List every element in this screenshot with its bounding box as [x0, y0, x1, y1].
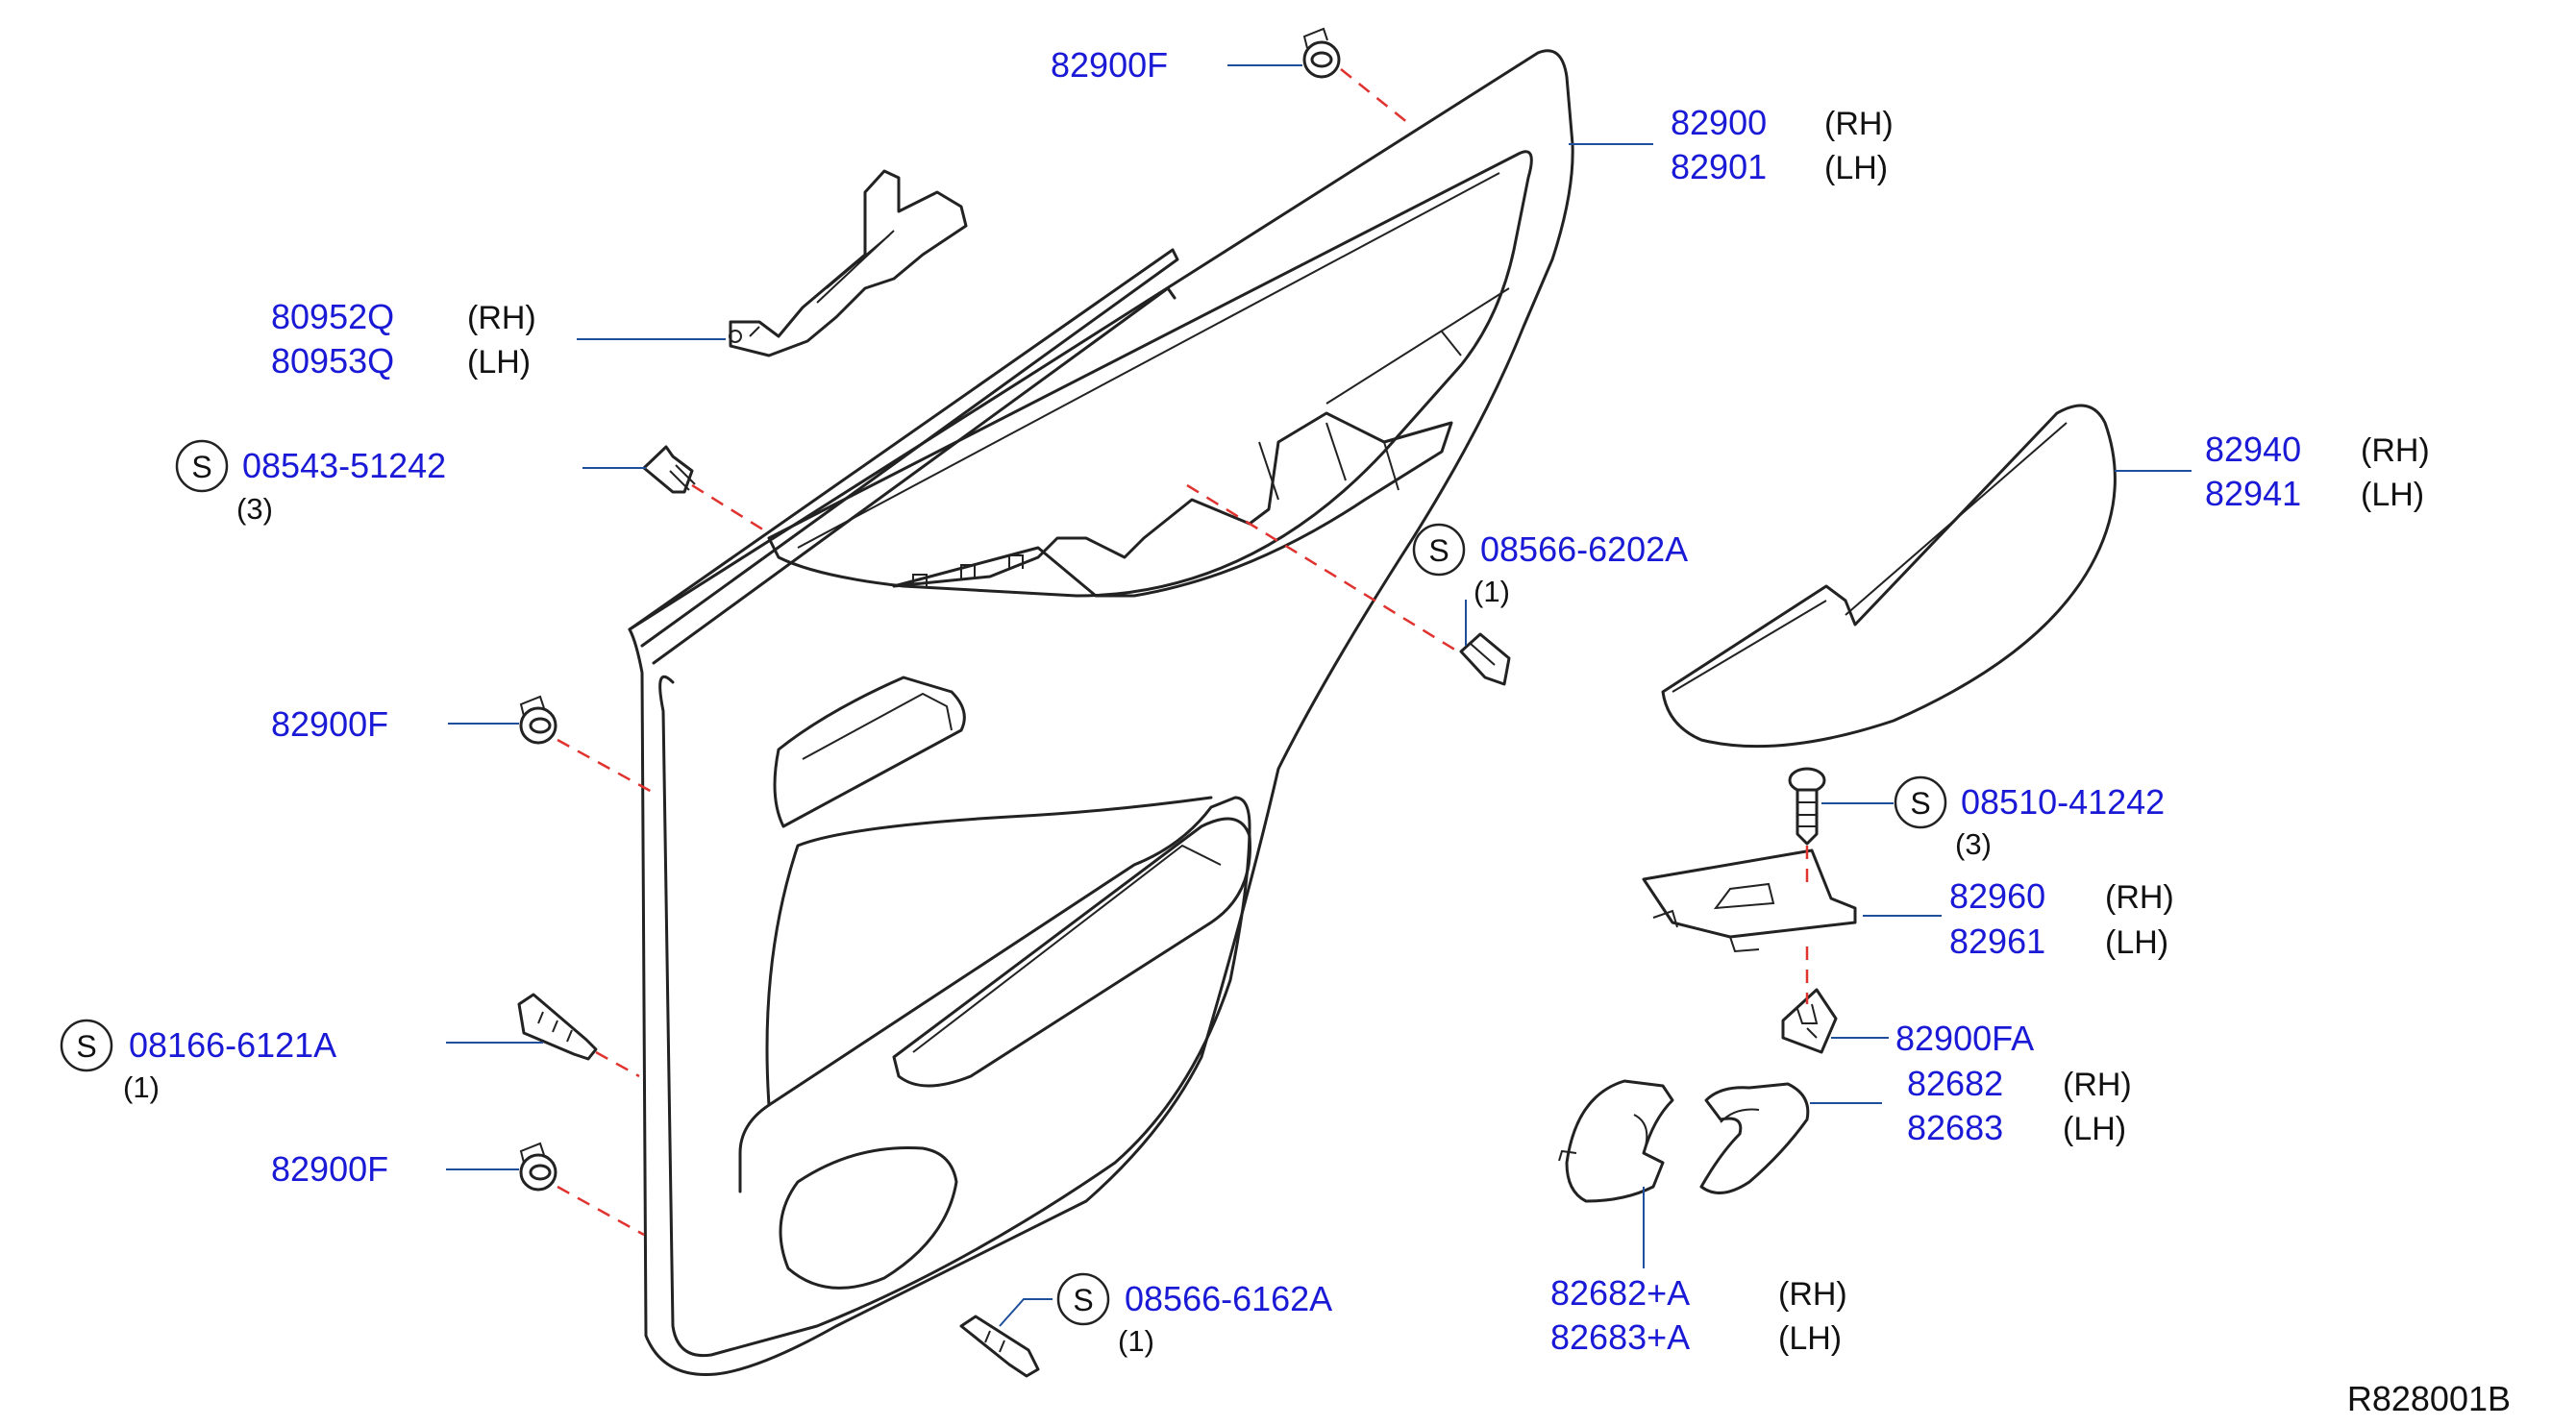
label-clip-top: 82900F — [1051, 45, 1168, 85]
screw-a — [642, 445, 696, 494]
clip-mid — [519, 695, 557, 745]
label-handle-a-lh-side: (LH) — [1778, 1320, 1842, 1357]
reference-code: R828001B — [2347, 1379, 2511, 1418]
screw-c — [1788, 767, 1826, 846]
screw-symbol-e-letter: S — [1073, 1283, 1093, 1317]
label-clip-low: 82900F — [271, 1149, 388, 1189]
armrest — [1661, 404, 2117, 749]
label-handle-esc-lh: 82683 — [1907, 1108, 2003, 1147]
label-switch-rh-side: (RH) — [2105, 879, 2174, 916]
screw-symbol-b — [1412, 523, 1466, 577]
label-armrest-rh: 82940 — [2205, 430, 2301, 469]
screw-b — [1459, 632, 1511, 686]
label-armrest-lh: 82941 — [2205, 474, 2301, 513]
screw-e — [959, 1315, 1040, 1378]
label-handle-a-rh: 82682+A — [1550, 1273, 1690, 1313]
label-handle-esc-lh-side: (LH) — [2063, 1111, 2126, 1147]
screw-d — [517, 993, 598, 1061]
label-handle-esc-rh: 82682 — [1907, 1064, 2003, 1103]
screw-symbol-c — [1894, 775, 1947, 829]
label-switch-lh: 82961 — [1949, 922, 2045, 961]
screw-symbol-e — [1056, 1272, 1110, 1326]
screw-symbol-b-letter: S — [1428, 533, 1449, 568]
bracket — [729, 169, 968, 357]
screw-symbol-a — [175, 439, 229, 493]
leader-lines — [446, 64, 2192, 1327]
clip-low — [519, 1142, 557, 1192]
clip-top — [1302, 27, 1341, 79]
label-switch-rh: 82960 — [1949, 876, 2045, 916]
part-labels: 82900F 82900 (RH) 82901 (LH) 80952Q (RH)… — [60, 45, 2511, 1418]
label-bracket-lh-side: (LH) — [467, 344, 531, 381]
label-bracket-rh: 80952Q — [271, 297, 394, 336]
label-screw-e: 08566-6162A — [1125, 1279, 1332, 1318]
label-bracket-rh-side: (RH) — [467, 300, 536, 336]
assembly-lines — [557, 68, 1809, 1237]
label-finisher-lh-side: (LH) — [1824, 150, 1888, 186]
inside-handle — [1558, 1079, 1674, 1203]
label-armrest-rh-side: (RH) — [2361, 432, 2430, 469]
label-finisher-rh: 82900 — [1671, 103, 1767, 142]
label-screw-b: 08566-6202A — [1480, 529, 1688, 569]
label-screw-e-qty: (1) — [1118, 1324, 1154, 1358]
label-handle-esc-rh-side: (RH) — [2063, 1067, 2132, 1103]
label-screw-c: 08510-41242 — [1961, 782, 2165, 822]
label-clip-fa: 82900FA — [1895, 1019, 2034, 1058]
label-handle-a-rh-side: (RH) — [1778, 1276, 1847, 1313]
label-switch-lh-side: (LH) — [2105, 924, 2168, 961]
label-screw-a: 08543-51242 — [242, 446, 446, 485]
label-finisher-lh: 82901 — [1671, 147, 1767, 186]
label-clip-mid: 82900F — [271, 704, 388, 744]
screw-symbol-c-letter: S — [1910, 786, 1930, 821]
label-handle-a-lh: 82683+A — [1550, 1317, 1690, 1357]
label-screw-c-qty: (3) — [1955, 827, 1992, 861]
label-screw-a-qty: (3) — [236, 492, 273, 526]
switch-bezel — [1642, 848, 1857, 953]
screw-symbol-a-letter: S — [191, 450, 211, 484]
handle-escutcheon — [1699, 1082, 1810, 1194]
label-finisher-rh-side: (RH) — [1824, 106, 1894, 142]
screw-symbol-d — [60, 1019, 113, 1072]
label-armrest-lh-side: (LH) — [2361, 477, 2424, 513]
label-screw-b-qty: (1) — [1474, 575, 1510, 608]
label-screw-d: 08166-6121A — [129, 1025, 336, 1065]
door-finisher-panel — [628, 49, 1574, 1376]
clip-82900fa — [1781, 988, 1838, 1054]
label-screw-d-qty: (1) — [123, 1070, 160, 1104]
label-bracket-lh: 80953Q — [271, 341, 394, 381]
screw-symbol-d-letter: S — [76, 1029, 96, 1064]
